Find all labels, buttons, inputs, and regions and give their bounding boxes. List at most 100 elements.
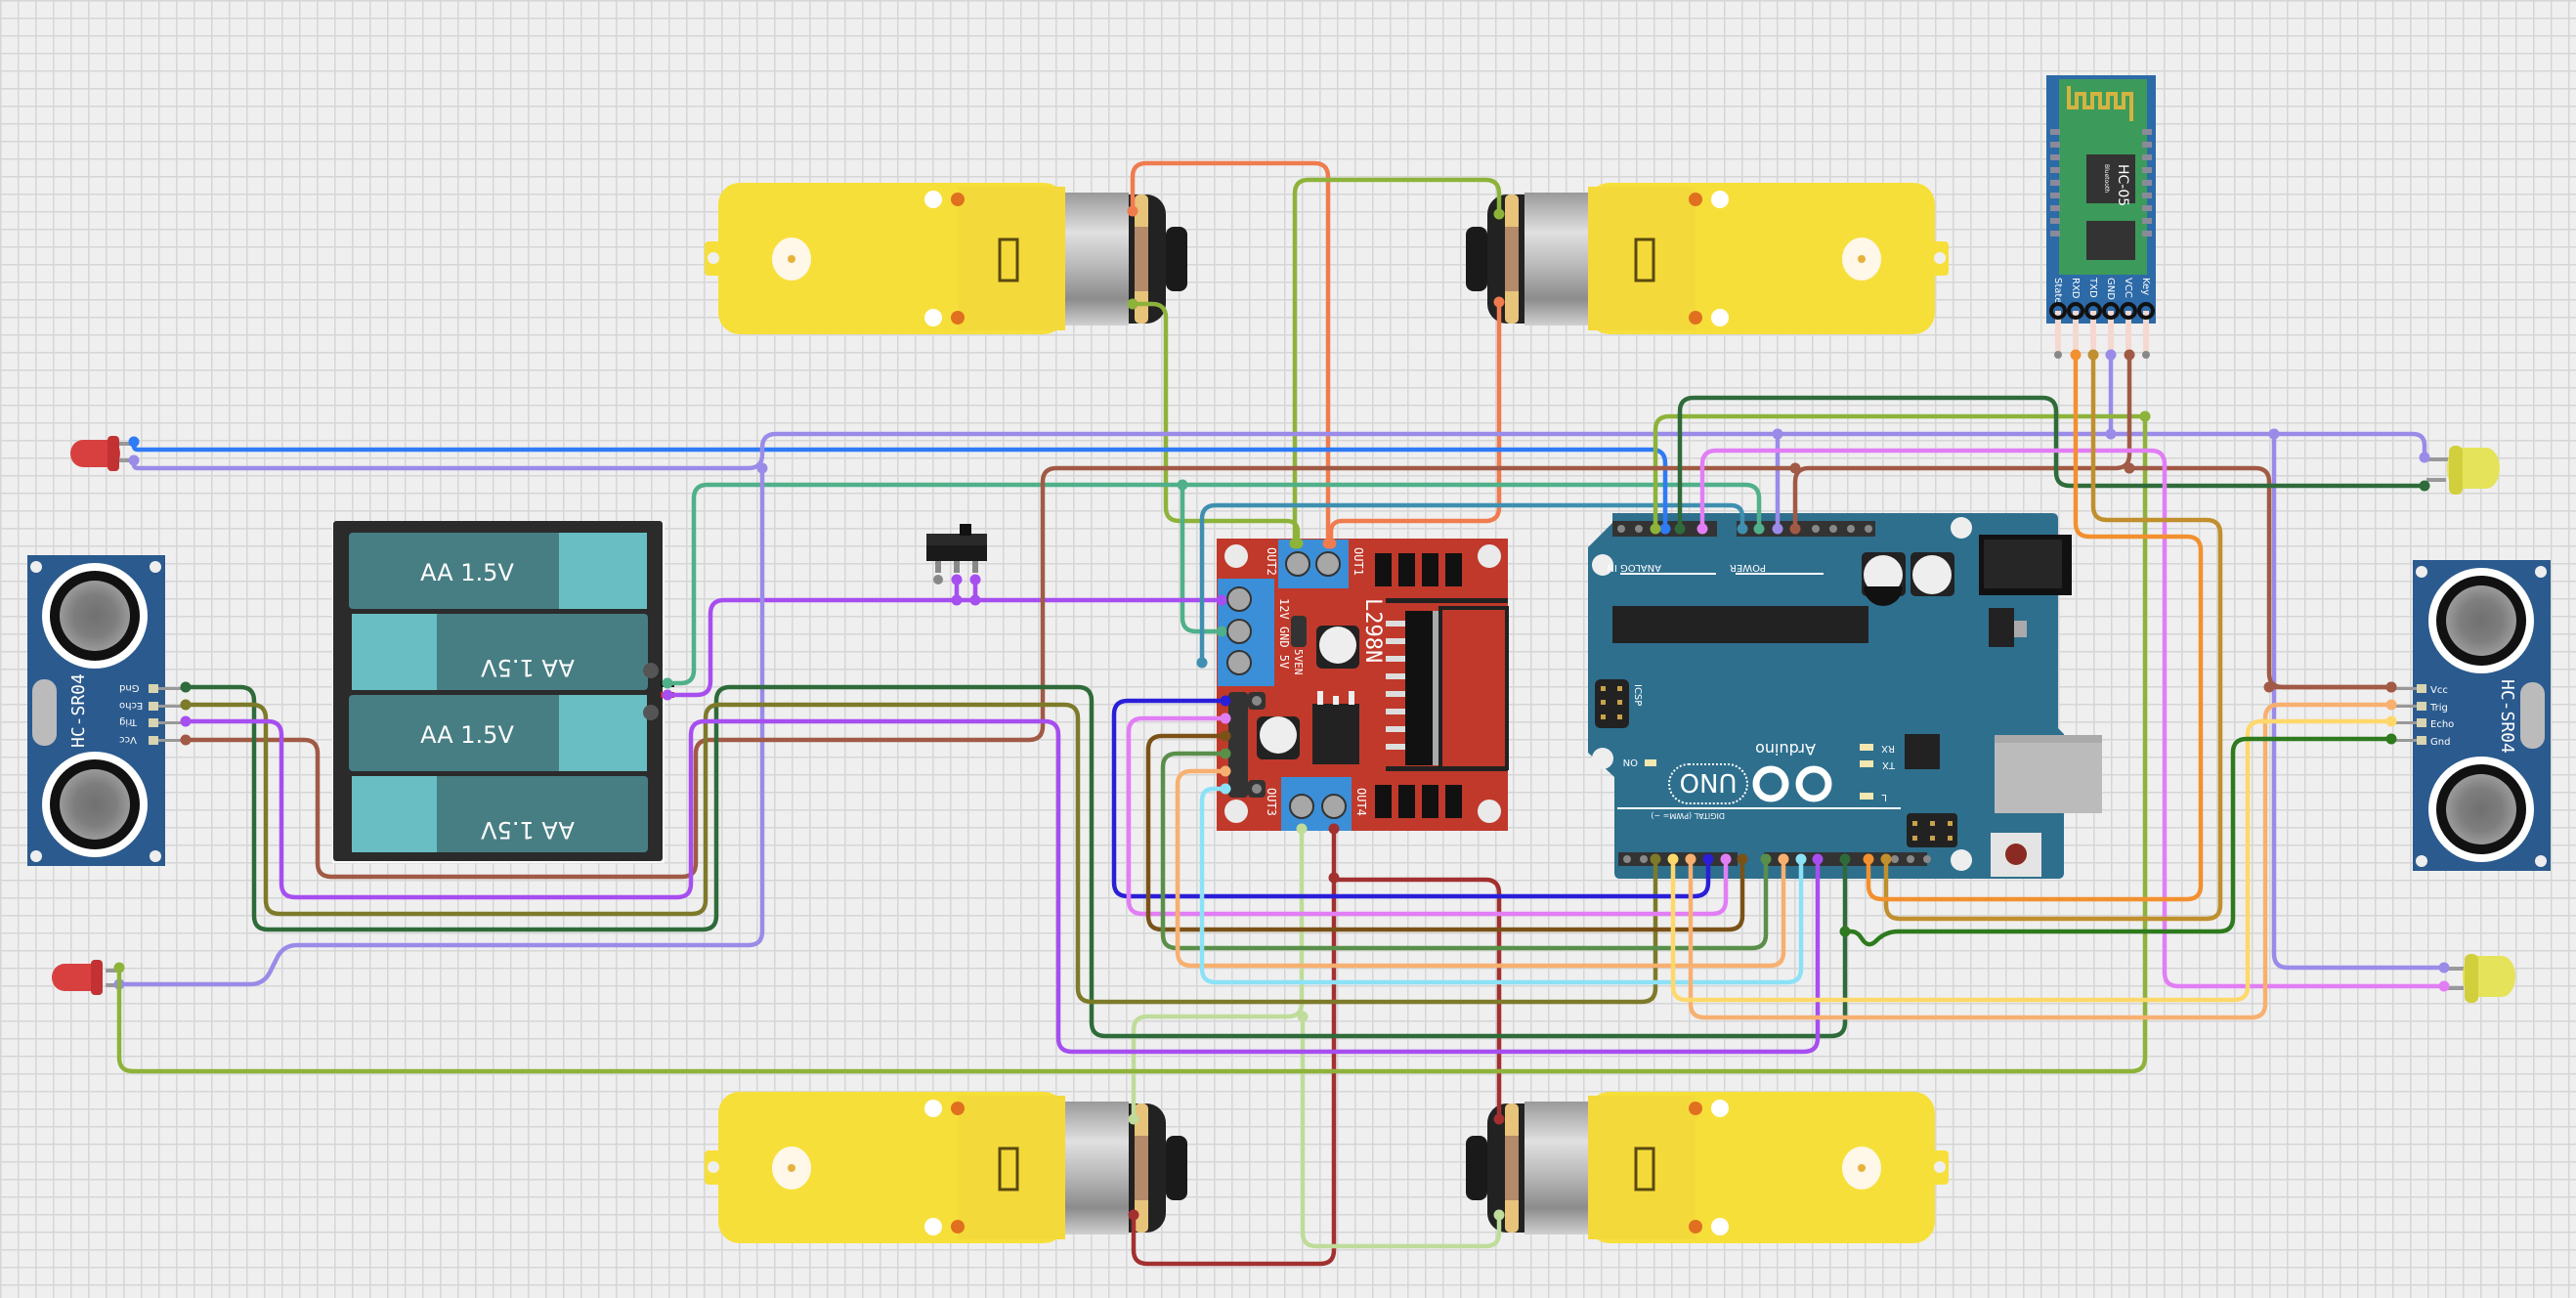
wire-pink[interactable] bbox=[1699, 448, 2447, 989]
wire-endpoint[interactable] bbox=[1674, 523, 1686, 535]
wire-pink[interactable] bbox=[1126, 715, 1729, 917]
wire-endpoint[interactable] bbox=[128, 436, 140, 448]
wire-endpoint[interactable] bbox=[1667, 853, 1679, 865]
wire-endpoint[interactable] bbox=[1220, 783, 1231, 795]
wire-endpoint[interactable] bbox=[1493, 1113, 1505, 1125]
wire-endpoint[interactable] bbox=[1839, 926, 1851, 937]
wire-endpoint[interactable] bbox=[180, 715, 192, 727]
wire-endpoint[interactable] bbox=[1216, 594, 1227, 606]
wire-endpoint[interactable] bbox=[2385, 699, 2397, 711]
motor-top-right[interactable] bbox=[1464, 181, 1951, 336]
wire-endpoint[interactable] bbox=[1220, 730, 1231, 742]
wire-endpoint[interactable] bbox=[180, 681, 192, 693]
wire-endpoint[interactable] bbox=[2124, 462, 2135, 474]
wire-endpoint[interactable] bbox=[2087, 349, 2099, 361]
wire-endpoint[interactable] bbox=[1812, 853, 1824, 865]
wire-light-green[interactable] bbox=[1131, 826, 1305, 1122]
wire-mid-green[interactable] bbox=[1160, 751, 1769, 951]
wire-purple[interactable] bbox=[183, 718, 1821, 1055]
wire-endpoint[interactable] bbox=[1772, 428, 1783, 440]
wire-endpoint[interactable] bbox=[1839, 853, 1851, 865]
wire-endpoint[interactable] bbox=[1789, 462, 1801, 474]
motor-bottom-right[interactable] bbox=[1464, 1090, 1951, 1245]
wire-dark-green[interactable] bbox=[1677, 395, 2427, 532]
wire-chocolate[interactable] bbox=[1145, 733, 1745, 932]
wire-dark-red[interactable] bbox=[1131, 826, 1337, 1267]
wire-endpoint[interactable] bbox=[1737, 853, 1748, 865]
wire-endpoint[interactable] bbox=[2105, 349, 2117, 361]
wire-purple[interactable] bbox=[665, 597, 1224, 698]
wire-endpoint[interactable] bbox=[2419, 452, 2430, 463]
wire-endpoint[interactable] bbox=[1289, 538, 1301, 549]
wire-endpoint[interactable] bbox=[1753, 523, 1765, 535]
wire-endpoint[interactable] bbox=[1177, 479, 1188, 491]
led-red-bottom[interactable] bbox=[52, 960, 121, 995]
wire-endpoint[interactable] bbox=[1196, 657, 1208, 669]
wire-orange[interactable] bbox=[1130, 160, 1331, 546]
wire-orange[interactable] bbox=[1328, 299, 1502, 546]
l298n-motor-driver[interactable]: OUT2 OUT1 12V GND 5V 5VEN L298N bbox=[1217, 539, 1509, 831]
wire-endpoint[interactable] bbox=[1297, 1011, 1309, 1022]
wire-endpoint[interactable] bbox=[2438, 980, 2450, 992]
wire-endpoint[interactable] bbox=[951, 574, 963, 585]
wire-endpoint[interactable] bbox=[1220, 695, 1231, 707]
wire-olive-green[interactable] bbox=[1653, 413, 2148, 532]
led-red-top[interactable] bbox=[70, 436, 137, 471]
wire-endpoint[interactable] bbox=[113, 962, 125, 974]
wire-amber[interactable] bbox=[1866, 352, 2204, 902]
slide-switch[interactable] bbox=[926, 524, 987, 584]
ultrasonic-sensor-right[interactable]: HC-SR04 Vcc Trig Echo Gnd bbox=[2391, 560, 2551, 871]
wire-endpoint[interactable] bbox=[2438, 962, 2450, 974]
wire-endpoint[interactable] bbox=[1778, 853, 1789, 865]
wire-olive-green[interactable] bbox=[1292, 177, 1502, 546]
wire-endpoint[interactable] bbox=[662, 689, 673, 701]
wire-endpoint[interactable] bbox=[1650, 853, 1661, 865]
wire-teal[interactable] bbox=[1180, 482, 1224, 634]
wire-endpoint[interactable] bbox=[1493, 1209, 1505, 1221]
wire-endpoint[interactable] bbox=[1493, 208, 1505, 220]
wire-endpoint[interactable] bbox=[1128, 1113, 1139, 1125]
wire-endpoint[interactable] bbox=[1737, 523, 1748, 535]
wire-endpoint[interactable] bbox=[2419, 480, 2430, 492]
wire-steel-blue[interactable] bbox=[1199, 502, 1745, 666]
wire-brown[interactable] bbox=[1792, 352, 2132, 532]
wire-endpoint[interactable] bbox=[1220, 748, 1231, 759]
wire-endpoint[interactable] bbox=[1772, 523, 1783, 535]
wire-endpoint[interactable] bbox=[1128, 1209, 1139, 1221]
wire-brown[interactable] bbox=[2126, 465, 2394, 690]
wire-endpoint[interactable] bbox=[2263, 681, 2275, 693]
wire-endpoint[interactable] bbox=[1789, 523, 1801, 535]
wire-endpoint[interactable] bbox=[1795, 853, 1807, 865]
wire-dark-green[interactable] bbox=[183, 684, 1848, 1039]
wire-indigo[interactable] bbox=[1111, 698, 1711, 899]
wire-cyan[interactable] bbox=[1199, 786, 1804, 985]
wire-lavender[interactable] bbox=[116, 465, 765, 987]
wire-endpoint[interactable] bbox=[1880, 853, 1892, 865]
wire-endpoint[interactable] bbox=[128, 454, 140, 466]
wire-endpoint[interactable] bbox=[1325, 538, 1337, 549]
wire-endpoint[interactable] bbox=[1760, 853, 1772, 865]
wire-khaki[interactable] bbox=[183, 702, 1658, 1005]
wire-endpoint[interactable] bbox=[1696, 523, 1708, 535]
wire-endpoint[interactable] bbox=[1127, 205, 1138, 217]
wire-endpoint[interactable] bbox=[1650, 523, 1661, 535]
wire-endpoint[interactable] bbox=[2139, 411, 2151, 422]
wire-endpoint[interactable] bbox=[969, 574, 981, 585]
hc05-bluetooth-module[interactable]: HC-05 Bluetooth State RXD TXD GND VCC Ke… bbox=[2046, 75, 2156, 359]
wire-forest[interactable] bbox=[1842, 736, 2394, 947]
wire-peach[interactable] bbox=[1688, 702, 2394, 1020]
motor-top-left[interactable] bbox=[703, 181, 1189, 336]
wire-endpoint[interactable] bbox=[1702, 853, 1714, 865]
wire-endpoint[interactable] bbox=[180, 734, 192, 746]
wire-endpoint[interactable] bbox=[2268, 428, 2280, 440]
wire-endpoint[interactable] bbox=[662, 677, 673, 689]
wire-endpoint[interactable] bbox=[1863, 853, 1874, 865]
wire-endpoint[interactable] bbox=[1220, 765, 1231, 777]
wire-olive-green[interactable] bbox=[116, 413, 2148, 1074]
wire-endpoint[interactable] bbox=[1127, 298, 1138, 310]
wire-endpoint[interactable] bbox=[1220, 713, 1231, 724]
motor-bottom-left[interactable] bbox=[703, 1090, 1189, 1245]
wire-endpoint[interactable] bbox=[2385, 715, 2397, 727]
wire-gold[interactable] bbox=[1883, 352, 2223, 922]
wire-endpoint[interactable] bbox=[1659, 523, 1671, 535]
